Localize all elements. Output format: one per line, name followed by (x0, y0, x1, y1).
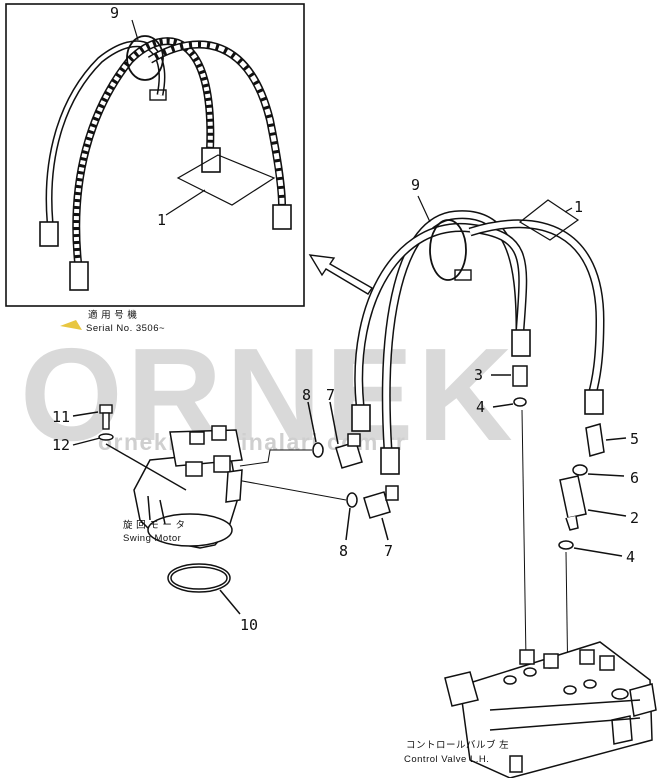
callout-part-8-upper: 8 (302, 386, 311, 404)
watermark-brand: ORNEK (20, 321, 517, 468)
callout-part-2: 2 (630, 509, 639, 527)
reference-arrow (308, 254, 373, 295)
callout-part-5: 5 (630, 430, 639, 448)
serial-caption-en: Serial No. 3506~ (86, 323, 165, 334)
callout-inset-band: 9 (110, 4, 119, 22)
main-hose-assembly (351, 195, 605, 475)
callout-part-6: 6 (630, 469, 639, 487)
watermark: ORNEK ornekismakinalari.com.tr (20, 321, 517, 468)
callout-part-7-lower: 7 (384, 542, 393, 560)
swing-motor-caption-en: Swing Motor (123, 533, 181, 544)
swing-motor (133, 425, 243, 549)
callout-part-10: 10 (240, 616, 258, 634)
bolt-and-washer (72, 404, 187, 491)
callout-main-hose: 1 (574, 198, 583, 216)
callout-part-8-lower: 8 (339, 542, 348, 560)
callout-part-11: 11 (52, 408, 70, 426)
callout-part-4-upper: 4 (476, 398, 485, 416)
callout-part-7-upper: 7 (326, 386, 335, 404)
inset-panel (5, 3, 305, 330)
inset-hose-assembly (39, 19, 292, 291)
serial-marker-icon (60, 320, 82, 330)
fittings (307, 365, 627, 557)
control-valve-caption-jp: コントロールバルブ 左 (406, 739, 509, 751)
inset-frame (5, 3, 305, 307)
control-valve (444, 641, 657, 778)
control-valve-caption-en: Control Valve L.H. (404, 754, 489, 765)
callout-part-12: 12 (52, 436, 70, 454)
callout-inset-hose: 1 (157, 211, 166, 229)
callout-part-4-lower: 4 (626, 548, 635, 566)
serial-caption-jp: 適 用 号 機 (88, 309, 137, 321)
swing-motor-caption-jp: 旋 回 モ ー タ (123, 519, 186, 531)
callout-main-band: 9 (411, 176, 420, 194)
o-ring-10 (167, 563, 241, 615)
callout-part-3: 3 (474, 366, 483, 384)
